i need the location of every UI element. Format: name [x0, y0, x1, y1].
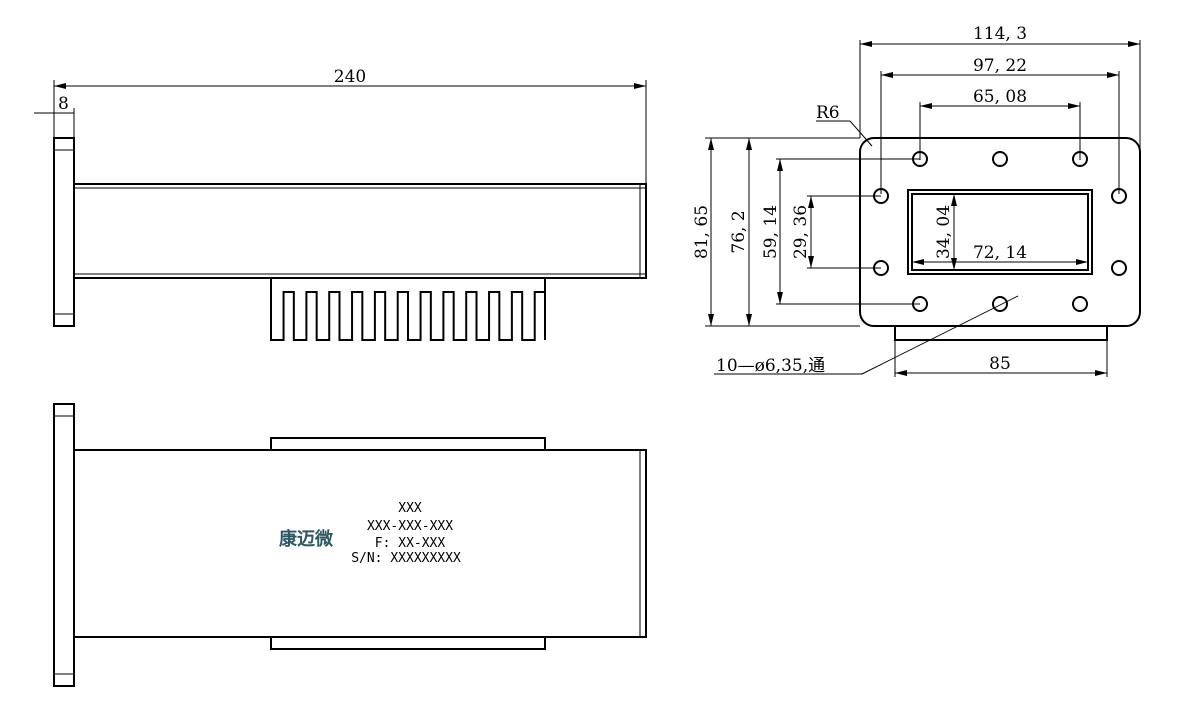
- dim-flange-thickness: 8: [58, 94, 69, 114]
- mounting-hole: [992, 296, 1008, 312]
- flange-base: [894, 325, 1108, 341]
- heat-sink-fins: [270, 278, 546, 341]
- waveguide-body-top: [73, 449, 647, 638]
- dim-width-holes-inner: 65, 08: [973, 87, 1027, 107]
- label-line-2: XXX-XXX-XXX: [367, 519, 453, 534]
- mounting-hole: [1072, 296, 1088, 312]
- dim-aperture-height: 34, 04: [934, 205, 954, 259]
- side-view-top: 240 8: [34, 67, 647, 341]
- flange-outline: [859, 137, 1141, 327]
- label-line-1: XXX: [398, 501, 422, 516]
- dim-total-length: 240: [334, 67, 366, 87]
- label-line-3: F: XX-XXX: [375, 536, 446, 551]
- fin-profile: [270, 278, 546, 341]
- mounting-hole: [1111, 260, 1127, 276]
- label-line-4: S/N: XXXXXXXXX: [351, 551, 461, 566]
- waveguide-body: [73, 183, 647, 279]
- dim-aperture-width: 72, 14: [973, 243, 1027, 263]
- flange-side: [53, 137, 75, 327]
- hole-callout: 10—ø6,35,通: [716, 356, 825, 376]
- dim-corner-radius: R6: [816, 103, 840, 123]
- aperture-outer: [907, 189, 1093, 275]
- dim-height-holes-outer: 76, 2: [729, 210, 749, 253]
- fin-bottom-plate: [270, 636, 546, 650]
- logo-text: 康迈微: [279, 528, 333, 550]
- fin-top-plate: [270, 437, 546, 451]
- dim-width-outer: 114, 3: [973, 24, 1027, 44]
- dim-height-holes-mid: 59, 14: [761, 205, 781, 259]
- dim-width-holes-outer: 97, 22: [973, 56, 1027, 76]
- side-view-bottom: 康迈微 XXX XXX-XXX-XXX F: XX-XXX S/N: XXXXX…: [53, 403, 647, 687]
- flange-front-view: 114, 3 97, 22 65, 08 R6 81, 65 76, 2: [692, 24, 1141, 377]
- mounting-hole: [992, 151, 1008, 167]
- dim-height-outer: 81, 65: [692, 205, 712, 259]
- flange-top-view: [53, 403, 75, 687]
- dim-height-holes-inner: 29, 36: [791, 205, 811, 259]
- aperture-inner: [911, 193, 1089, 271]
- dim-base-width: 85: [989, 354, 1011, 374]
